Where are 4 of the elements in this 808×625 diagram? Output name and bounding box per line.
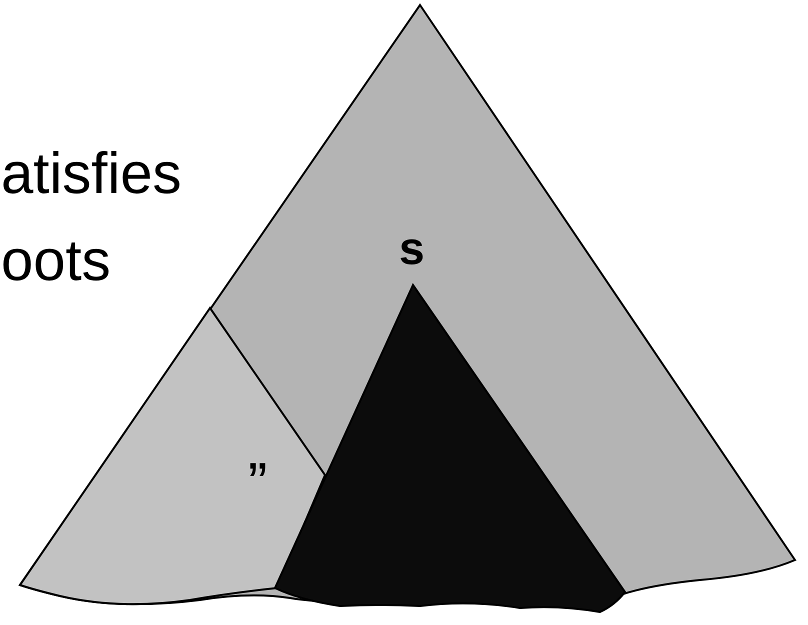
slide-text: oots (1, 232, 111, 290)
quote-mark: ” (248, 455, 268, 513)
slide-text: atisfies (1, 145, 182, 203)
node-label: s (399, 225, 425, 271)
